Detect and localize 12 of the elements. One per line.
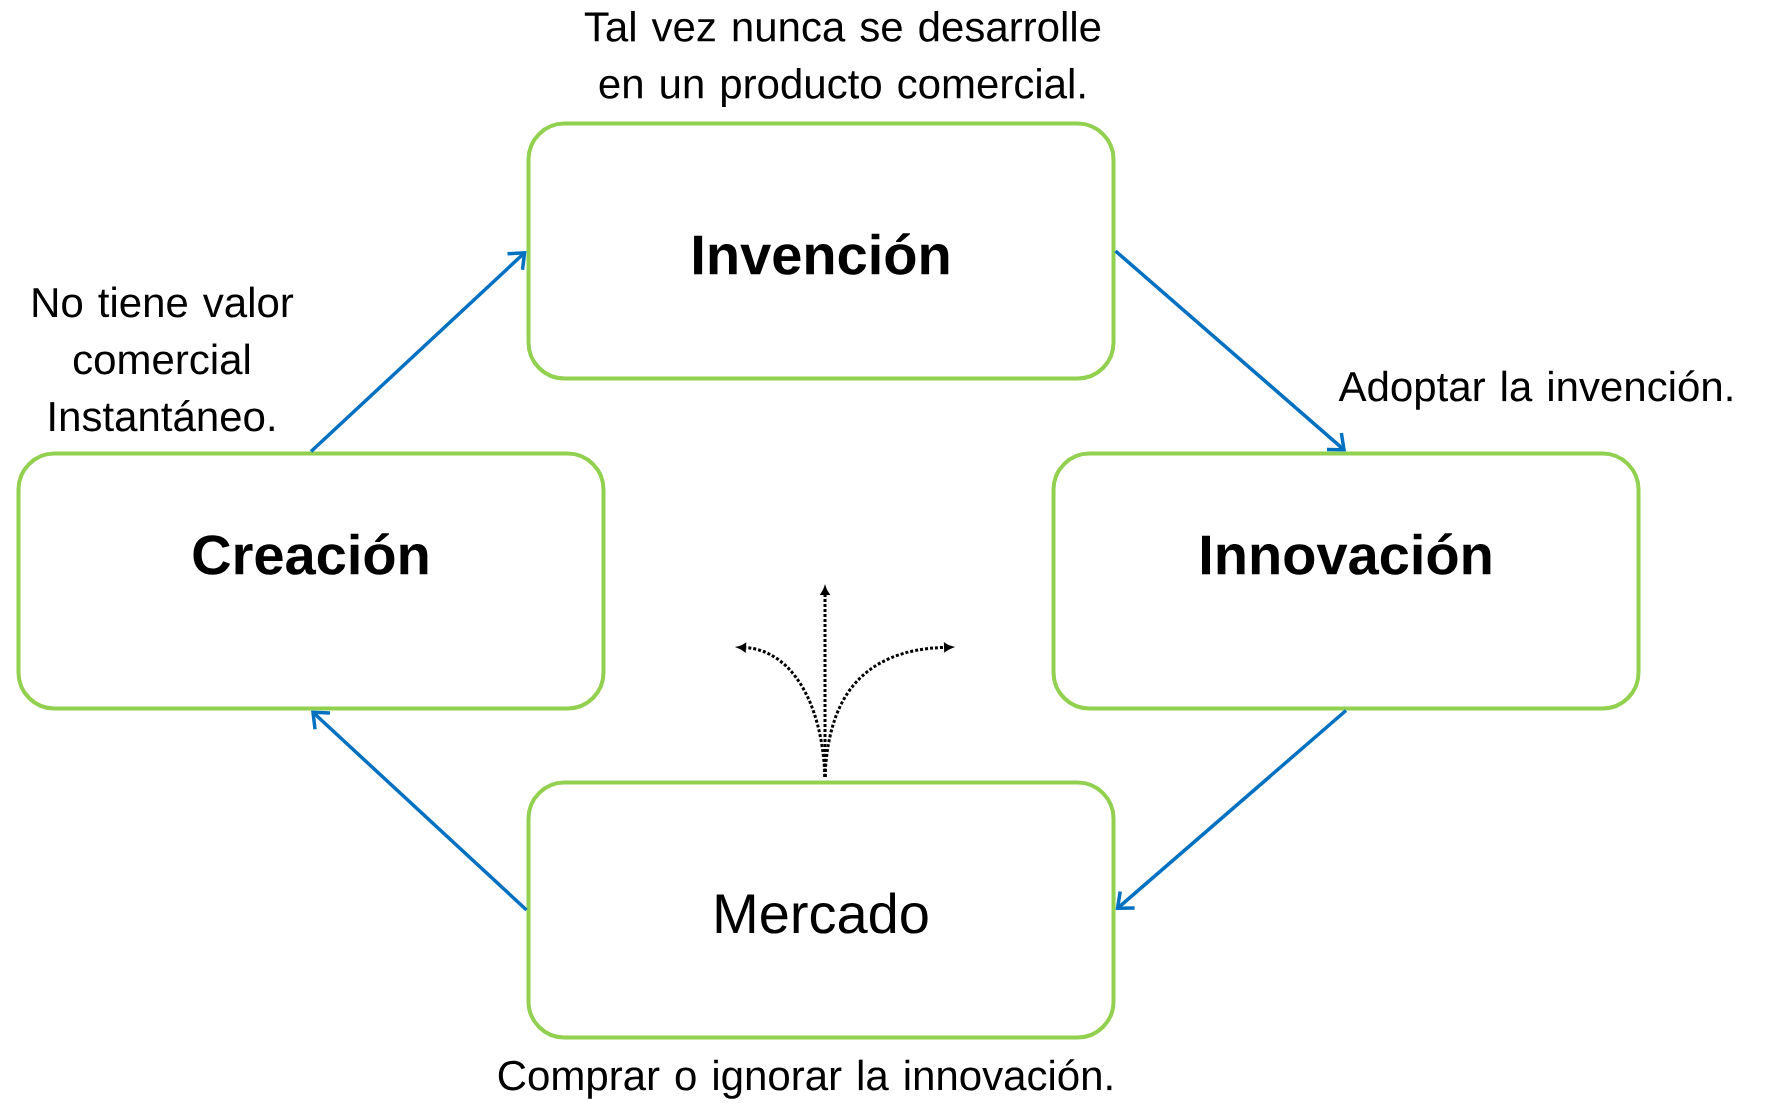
process-box: Creación xyxy=(16,451,606,711)
arrow xyxy=(309,251,527,453)
process-box: Mercado xyxy=(526,780,1116,1040)
note-text: No tiene valor comercial Instantáneo. xyxy=(33,286,294,432)
arrow xyxy=(1114,249,1346,452)
process-box: Invención xyxy=(526,121,1116,381)
arrow xyxy=(311,710,528,912)
note-text: Comprar o ignorar la innovación. xyxy=(498,1059,1112,1099)
arrow xyxy=(1115,709,1348,910)
process-box: Innovación xyxy=(1051,451,1641,711)
note-text: Adoptar la invención. xyxy=(1338,370,1732,410)
note-text: Tal vez nunca se desarrolle en un producto comercial. xyxy=(584,10,1101,108)
